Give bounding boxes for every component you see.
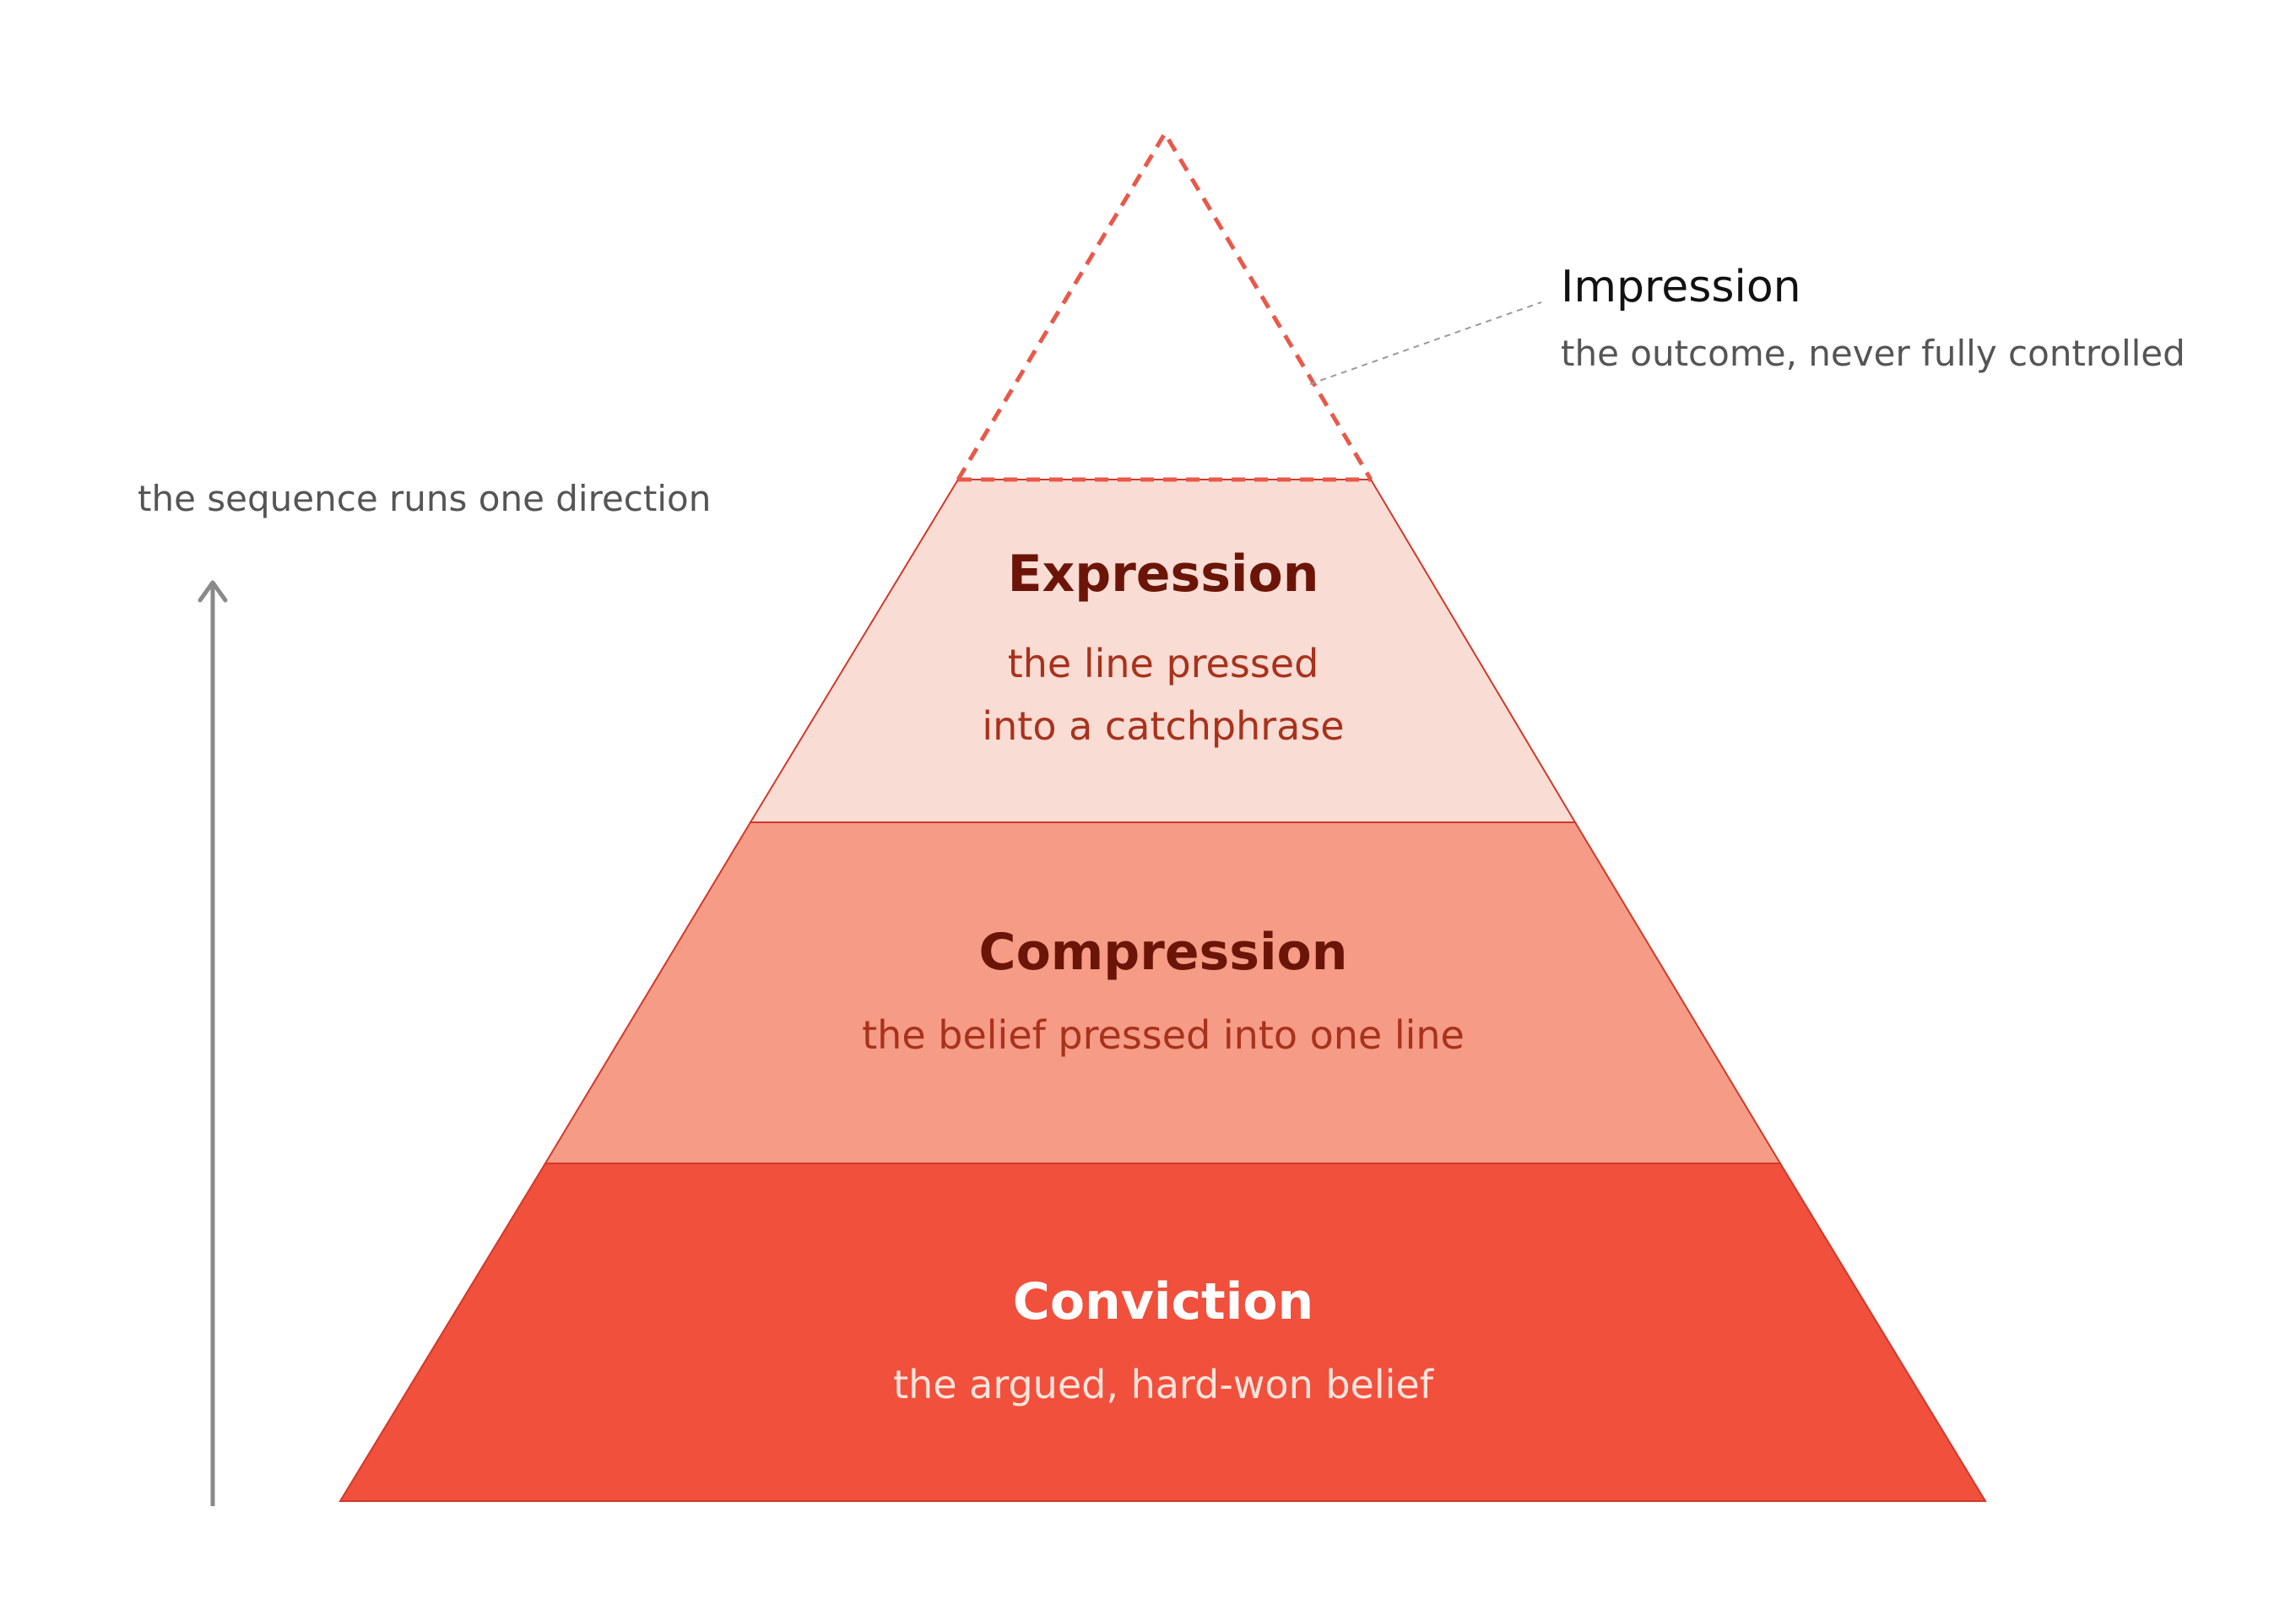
apex-title: Impression	[1561, 262, 1801, 312]
apex-description: the outcome, never fully controlled	[1561, 333, 2185, 374]
tier-expression-desc-line-2: into a catchphrase	[982, 703, 1344, 749]
tier-compression-title: Compression	[979, 923, 1348, 982]
apex-leader-line	[1309, 301, 1542, 385]
tier-conviction	[338, 1163, 1987, 1502]
tier-conviction-title: Conviction	[1013, 1272, 1313, 1331]
tier-conviction-desc-line-1: the argued, hard-won belief	[893, 1362, 1435, 1407]
direction-arrow-head	[198, 580, 228, 603]
tier-compression-desc-line-1: the belief pressed into one line	[862, 1012, 1465, 1058]
tier-expression-desc-line-1: the line pressed	[1008, 641, 1319, 686]
tier-expression-title: Expression	[1008, 545, 1319, 604]
apex-outline	[956, 129, 1373, 481]
tier-compression	[544, 821, 1782, 1164]
direction-note: the sequence runs one direction	[138, 478, 711, 519]
